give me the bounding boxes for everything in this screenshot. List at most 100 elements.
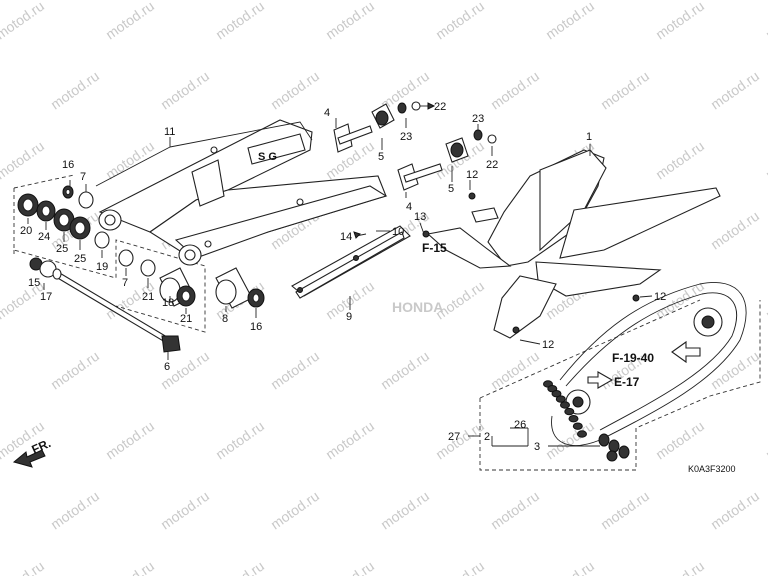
bearing-group-outline xyxy=(13,188,206,333)
callout-21-right: 21 xyxy=(180,313,192,325)
callout-10: 10 xyxy=(392,226,404,238)
callout-8: 8 xyxy=(222,313,228,325)
callout-26: 26 xyxy=(514,419,526,431)
watermark-text: motod.ru xyxy=(488,488,542,533)
callout-22-upper: 22 xyxy=(434,101,446,113)
callout-4-lower: 4 xyxy=(406,201,412,213)
watermark-text: motod.ru xyxy=(323,418,377,463)
watermark-text: motod.ru xyxy=(48,68,102,113)
adjuster-nuts xyxy=(397,101,497,144)
callout-5-upper: 5 xyxy=(378,151,384,163)
watermark-text: motod.ru xyxy=(433,558,487,576)
watermark-text: motod.ru xyxy=(488,68,542,113)
watermark-text: motod.ru xyxy=(763,138,768,183)
callout-12-top: 12 xyxy=(466,169,478,181)
callout-19: 19 xyxy=(96,261,108,273)
ref-arrow-f1940 xyxy=(671,340,701,364)
chain-outline-diag xyxy=(479,299,701,399)
watermark-text: motod.ru xyxy=(598,68,652,113)
callout-23-left: 23 xyxy=(400,131,412,143)
chain-slider xyxy=(291,225,411,299)
watermark-text: motod.ru xyxy=(378,348,432,393)
watermark-text: motod.ru xyxy=(0,138,47,183)
callout-24: 24 xyxy=(38,231,50,243)
callout-16-lower: 16 xyxy=(250,321,262,333)
watermark-text: motod.ru xyxy=(653,418,707,463)
callout-13: 13 xyxy=(414,211,426,223)
callout-23-right: 23 xyxy=(472,113,484,125)
chain-link xyxy=(560,401,570,409)
callout-6: 6 xyxy=(164,361,170,373)
watermark-text: motod.ru xyxy=(433,0,487,42)
ref-arrow-e17 xyxy=(587,371,614,389)
watermark-text: motod.ru xyxy=(48,488,102,533)
callout-18: 18 xyxy=(162,297,174,309)
watermark-text: motod.ru xyxy=(708,348,762,393)
watermark-text: motod.ru xyxy=(763,418,768,463)
watermark-text: motod.ru xyxy=(653,138,707,183)
watermark-text: motod.ru xyxy=(653,0,707,42)
callout-27: 27 xyxy=(448,431,460,443)
callout-12-low: 12 xyxy=(542,339,554,351)
pivot-bearing-set xyxy=(17,185,265,309)
watermark-text: motod.ru xyxy=(378,488,432,533)
leader-11b xyxy=(169,121,313,148)
watermark-text: motod.ru xyxy=(543,0,597,42)
watermark-text: motod.ru xyxy=(543,418,597,463)
watermark-text: motod.ru xyxy=(103,138,157,183)
watermark-text: motod.ru xyxy=(213,418,267,463)
diagram-code: K0A3F3200 xyxy=(688,464,736,474)
ref-f15: F-15 xyxy=(422,241,447,255)
watermark-text: motod.ru xyxy=(488,348,542,393)
watermark-text: motod.ru xyxy=(0,558,47,576)
watermark-text: motod.ru xyxy=(763,278,768,323)
ref-e17: E-17 xyxy=(614,375,640,389)
rear-fender-hugger xyxy=(422,149,721,339)
watermark-text: motod.ru xyxy=(0,0,47,42)
callout-17: 17 xyxy=(40,291,52,303)
callout-7-upper: 7 xyxy=(80,171,86,183)
watermark-text: motod.ru xyxy=(763,0,768,42)
watermark-text: motod.ru xyxy=(268,68,322,113)
chain-link xyxy=(564,407,575,416)
chain-link xyxy=(568,415,579,423)
chain-link xyxy=(551,390,562,398)
callout-3: 3 xyxy=(534,441,540,453)
callout-25-left: 25 xyxy=(56,243,68,255)
callout-22-lower: 22 xyxy=(486,159,498,171)
watermark-text: motod.ru xyxy=(103,558,157,576)
leader-lines xyxy=(27,105,653,447)
callout-7-lower: 7 xyxy=(122,277,128,289)
swingarm: S G xyxy=(98,119,388,266)
callout-16-upper: 16 xyxy=(62,159,74,171)
callout-14: 14 xyxy=(340,231,352,243)
watermark-text: motod.ru xyxy=(598,488,652,533)
arrow-22 xyxy=(427,102,436,110)
brand-watermark: HONDA xyxy=(392,299,443,315)
group-outline-top xyxy=(13,174,75,189)
callout-9: 9 xyxy=(346,311,352,323)
watermark-text: motod.ru xyxy=(103,418,157,463)
drive-chain xyxy=(551,282,747,446)
watermark-text: motod.ru xyxy=(158,488,212,533)
watermark-text: motod.ru xyxy=(213,558,267,576)
callout-4-upper: 4 xyxy=(324,107,330,119)
watermark-text: motod.ru xyxy=(708,488,762,533)
watermark-text: motod.ru xyxy=(708,208,762,253)
front-arrow-icon xyxy=(12,449,46,468)
watermark-text: motod.ru xyxy=(103,0,157,42)
chain-link-segment xyxy=(543,380,587,438)
swingarm-stamp: S G xyxy=(258,151,277,163)
callout-20: 20 xyxy=(20,225,32,237)
watermark-text: motod.ru xyxy=(268,348,322,393)
watermark-text: motod.ru xyxy=(323,558,377,576)
watermark-text: motod.ru xyxy=(268,488,322,533)
chain-link xyxy=(572,422,583,430)
callout-15: 15 xyxy=(28,277,40,289)
chain-joint-kit xyxy=(598,433,630,462)
callout-12-mid: 12 xyxy=(654,291,666,303)
watermark-text: motod.ru xyxy=(763,558,768,576)
watermark-text: motod.ru xyxy=(158,68,212,113)
